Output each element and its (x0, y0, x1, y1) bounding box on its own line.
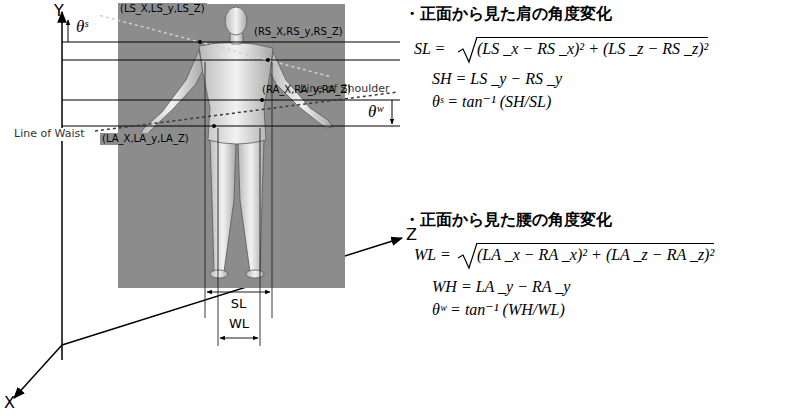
dimension-label: WL (229, 317, 249, 332)
angle-label: θˢ (76, 17, 88, 37)
axis-label: X (4, 394, 15, 412)
formula-radicand: (LS _x − RS _x)² + (LS _z − RS _z)² (477, 37, 708, 58)
reference-lines (62, 20, 400, 126)
backdrop-panel (118, 4, 345, 288)
formula: θˢ = tan⁻¹ (SH/SL) (432, 93, 551, 111)
angle-label: θʷ (368, 102, 383, 122)
dimension-lines (205, 62, 272, 346)
formula-radicand: (LA _x − RA _x)² + (LA _z − RA _z)² (477, 243, 714, 264)
line-label: Line of Waist (12, 128, 87, 141)
section-heading: ・正面から見た腰の角度変化 (404, 211, 612, 229)
point-label: (RA_X,RA_y,RA_Z) (262, 84, 351, 96)
formula: WH = LA _y − RA _y (432, 278, 570, 296)
formula: WL = (414, 246, 451, 264)
point-label: (RS_X,RS_y,RS_Z) (252, 26, 345, 38)
formula: SH = LS _y − RS _y (432, 70, 562, 88)
section-heading: ・正面から見た肩の角度変化 (404, 5, 612, 23)
point-label: (LS_X,LS_y,LS_Z) (118, 3, 207, 15)
formula: θʷ = tan⁻¹ (WH/WL) (432, 301, 565, 319)
axis-label: Y (54, 2, 64, 20)
body-axis-lines (95, 16, 398, 132)
formula: SL = (414, 40, 445, 58)
dimension-label: SL (231, 297, 247, 312)
landmark-points (198, 40, 270, 128)
point-label: (LA_X,LA_y,LA_Z) (100, 133, 191, 145)
